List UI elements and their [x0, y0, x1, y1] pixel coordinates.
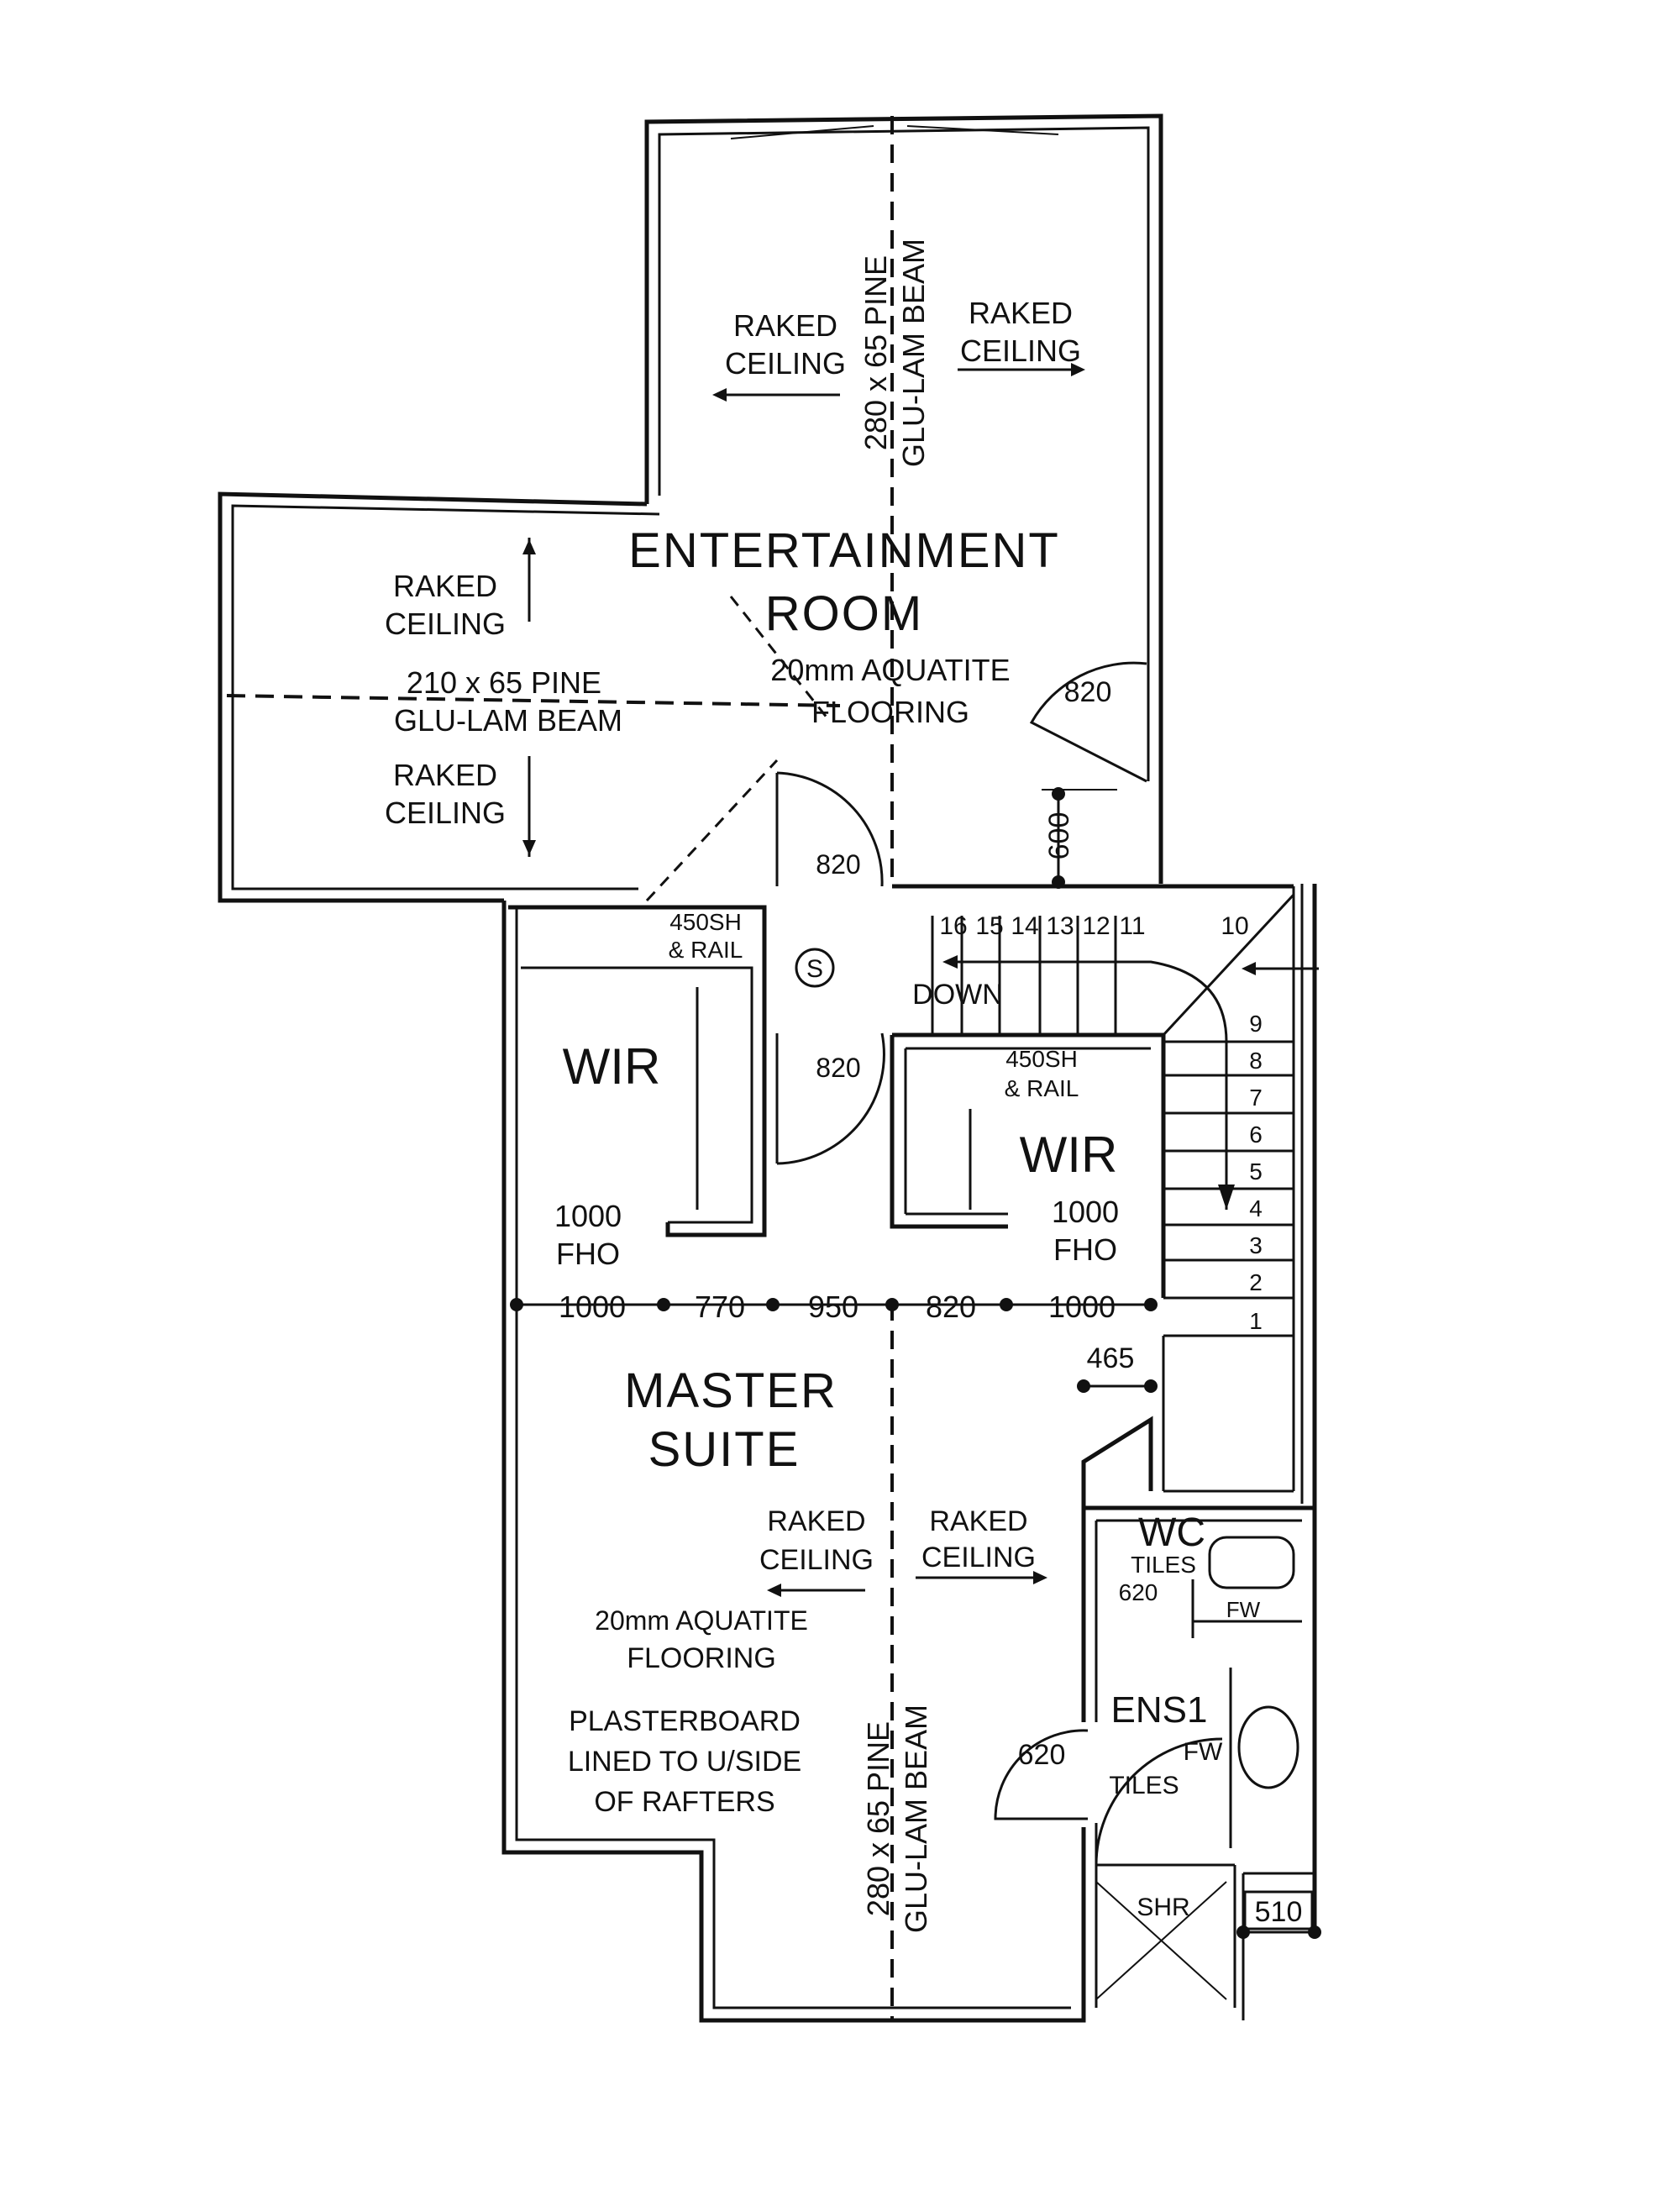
- ens-fw: FW: [1184, 1738, 1223, 1766]
- raked-ceiling-ent-right-1: RAKED: [969, 296, 1073, 330]
- ceiling-arrows: [522, 363, 1085, 1597]
- wet-area-fixtures: [1095, 1536, 1299, 2000]
- stair-step-4: 4: [1249, 1195, 1263, 1221]
- entertainment-flooring-2: FLOORING: [811, 695, 969, 729]
- raked-ceiling-wing-top-1: RAKED: [393, 569, 497, 603]
- smoke-detector-label: S: [806, 955, 823, 983]
- fho-left-1: 1000: [554, 1199, 622, 1233]
- wc-door-620: 620: [1119, 1579, 1158, 1605]
- raked-ceiling-master-left-1: RAKED: [767, 1505, 865, 1537]
- door-hall-820-bottom: 820: [816, 1053, 860, 1083]
- beam-horizontal-1: 210 x 65 PINE: [407, 665, 601, 700]
- beam-lines: [226, 116, 894, 2020]
- wc-fw: FW: [1226, 1597, 1261, 1622]
- entertainment-room-title-2: ROOM: [765, 586, 923, 641]
- master-suite-title-1: MASTER: [624, 1363, 837, 1418]
- wc-tiles: TILES: [1131, 1552, 1196, 1578]
- fho-right-2: FHO: [1053, 1232, 1117, 1267]
- stair-step-14: 14: [1011, 912, 1038, 940]
- master-suite-title-2: SUITE: [648, 1422, 801, 1477]
- wc-label: WC: [1138, 1510, 1205, 1555]
- door-hall-820-top: 820: [816, 849, 860, 880]
- master-note-1: PLASTERBOARD: [569, 1705, 801, 1737]
- fho-left-2: FHO: [556, 1237, 620, 1271]
- dim-chain-0: 1000: [559, 1290, 626, 1324]
- ens-door-620: 620: [1018, 1739, 1066, 1771]
- dim-chain-1: 770: [695, 1290, 745, 1324]
- raked-ceiling-wing-bottom-1: RAKED: [393, 758, 497, 792]
- stair-step-12: 12: [1082, 912, 1110, 940]
- dim-chain-3: 820: [926, 1290, 976, 1324]
- beam-vertical-top-1: 280 x 65 PINE: [858, 255, 893, 450]
- corridor-walls: [508, 884, 1294, 1298]
- staircase: [931, 886, 1319, 1493]
- stair-step-2: 2: [1249, 1269, 1263, 1295]
- dimension-chain: [510, 787, 1321, 1939]
- stair-step-6: 6: [1249, 1122, 1263, 1148]
- raked-ceiling-ent-left-1: RAKED: [733, 308, 837, 343]
- raked-ceiling-master-right-1: RAKED: [929, 1505, 1027, 1537]
- raked-ceiling-wing-top-2: CEILING: [385, 607, 506, 641]
- stair-step-16: 16: [939, 912, 967, 940]
- stair-step-9: 9: [1249, 1011, 1263, 1037]
- master-flooring-1: 20mm AQUATITE: [595, 1605, 808, 1636]
- dim-600: 600: [1043, 812, 1075, 860]
- wir-left-label: WIR: [563, 1038, 661, 1095]
- ens-label: ENS1: [1111, 1689, 1208, 1731]
- raked-ceiling-ent-right-2: CEILING: [960, 334, 1081, 368]
- stair-step-15: 15: [975, 912, 1003, 940]
- shower-label: SHR: [1137, 1894, 1189, 1921]
- raked-ceiling-ent-left-2: CEILING: [725, 346, 846, 381]
- stairs-down-label: DOWN: [912, 979, 1003, 1011]
- ens-tiles: TILES: [1109, 1772, 1179, 1799]
- stair-step-7: 7: [1249, 1085, 1263, 1111]
- dim-chain-2: 950: [808, 1290, 858, 1324]
- dim-465: 465: [1087, 1342, 1135, 1374]
- dim-510: 510: [1255, 1896, 1303, 1928]
- shelf-left-2: & RAIL: [669, 937, 743, 963]
- door-swings: [775, 661, 1147, 1820]
- master-note-2: LINED TO U/SIDE: [568, 1746, 801, 1778]
- smoke-detector-icon: [795, 948, 835, 988]
- master-note-3: OF RAFTERS: [594, 1786, 774, 1818]
- raked-ceiling-master-right-2: CEILING: [921, 1542, 1036, 1573]
- door-ent-820: 820: [1064, 676, 1112, 708]
- beam-vertical-top-2: GLU-LAM BEAM: [896, 239, 931, 467]
- dim-510-box: [1243, 1890, 1314, 1930]
- shelf-right-2: & RAIL: [1005, 1075, 1079, 1101]
- beam-vertical-bottom-2: GLU-LAM BEAM: [899, 1705, 933, 1933]
- shelf-left-1: 450SH: [669, 909, 742, 935]
- stair-step-3: 3: [1249, 1232, 1263, 1258]
- raked-ceiling-master-left-2: CEILING: [759, 1544, 874, 1576]
- raked-ceiling-wing-bottom-2: CEILING: [385, 796, 506, 830]
- fho-right-1: 1000: [1052, 1195, 1119, 1229]
- stair-step-8: 8: [1249, 1048, 1263, 1074]
- entertainment-room-walls: [218, 113, 1163, 924]
- stair-step-10: 10: [1221, 912, 1248, 940]
- dim-chain-4: 1000: [1048, 1290, 1116, 1324]
- master-flooring-2: FLOORING: [627, 1642, 776, 1674]
- beam-vertical-bottom-1: 280 x 65 PINE: [861, 1721, 895, 1916]
- stair-step-1: 1: [1249, 1308, 1263, 1334]
- stair-step-11: 11: [1119, 912, 1145, 940]
- entertainment-flooring-1: 20mm AQUATITE: [770, 653, 1010, 687]
- shelf-right-1: 450SH: [1005, 1046, 1078, 1072]
- entertainment-room-title-1: ENTERTAINMENT: [628, 523, 1060, 578]
- beam-horizontal-2: GLU-LAM BEAM: [394, 703, 622, 738]
- wir-right-label: WIR: [1020, 1127, 1118, 1183]
- master-suite-walls: [501, 884, 1317, 2023]
- stair-step-5: 5: [1249, 1158, 1263, 1185]
- stair-step-13: 13: [1046, 912, 1074, 940]
